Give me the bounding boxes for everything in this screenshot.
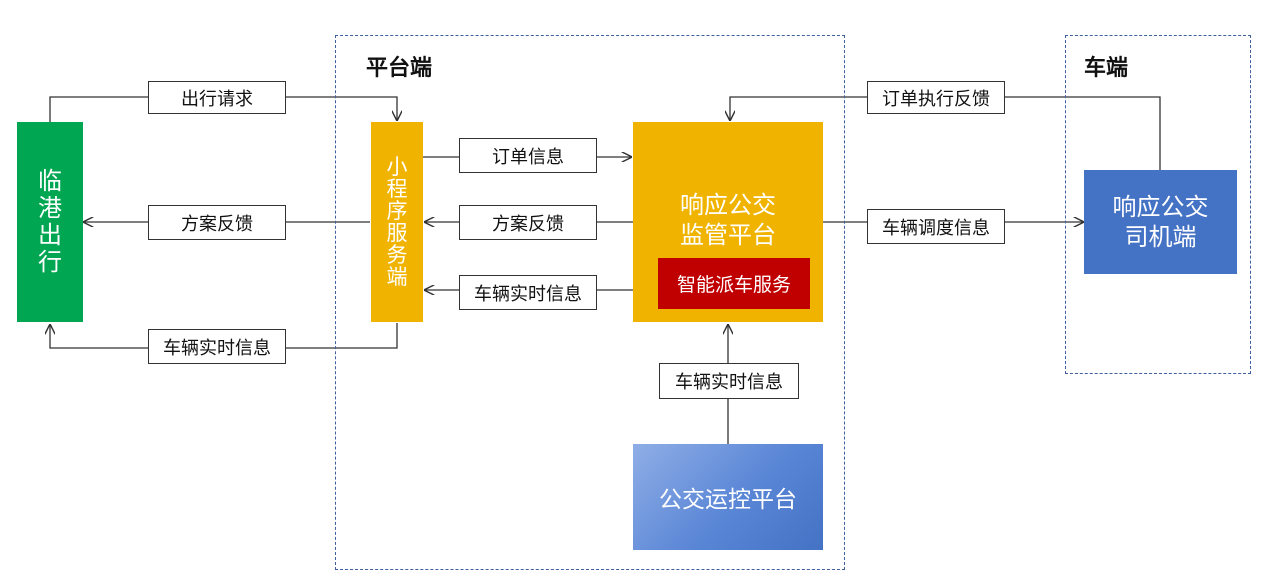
miniprogram-char-5: 务 [386,243,408,268]
driver-line-2: 司机端 [1124,223,1197,251]
supervision-line-1: 响应公交 [680,191,776,219]
vehicle-region [1065,35,1251,374]
supervision-platform-node: 响应公交 监管平台 智能派车服务 [633,122,823,322]
linggang-char-4: 行 [38,247,62,276]
linggang-travel-node: 临 港 出 行 [17,122,83,322]
miniprogram-char-1: 小 [386,154,408,179]
driver-app-node: 响应公交 司机端 [1084,170,1237,274]
label-vehicle-info-bottom: 车辆实时信息 [659,363,799,399]
dispatch-service-box: 智能派车服务 [658,258,810,309]
miniprogram-char-6: 端 [386,265,408,290]
label-plan-feedback-mid: 方案反馈 [459,205,597,240]
label-travel-request: 出行请求 [148,81,286,114]
label-order-exec-feedback: 订单执行反馈 [867,81,1005,114]
platform-region [335,35,845,570]
miniprogram-char-4: 服 [386,221,408,245]
linggang-char-1: 临 [38,167,62,196]
linggang-char-3: 出 [38,221,62,249]
miniprogram-char-2: 程 [386,176,408,201]
label-dispatch-info: 车辆调度信息 [867,209,1005,244]
vehicle-region-title: 车端 [1084,56,1129,81]
label-vehicle-info-mid: 车辆实时信息 [459,275,597,310]
driver-line-1: 响应公交 [1112,193,1209,221]
platform-region-title: 平台端 [366,56,433,81]
supervision-line-2: 监管平台 [680,221,776,249]
linggang-char-2: 港 [38,194,62,223]
miniprogram-char-3: 序 [386,198,408,223]
supervision-platform-title: 响应公交 监管平台 [633,190,823,250]
bus-ops-platform-node: 公交运控平台 [633,444,823,550]
label-vehicle-info-left: 车辆实时信息 [148,329,286,364]
label-plan-feedback-left: 方案反馈 [148,205,286,240]
miniprogram-service-node: 小 程 序 服 务 端 [371,122,423,322]
label-order-info: 订单信息 [459,138,597,173]
